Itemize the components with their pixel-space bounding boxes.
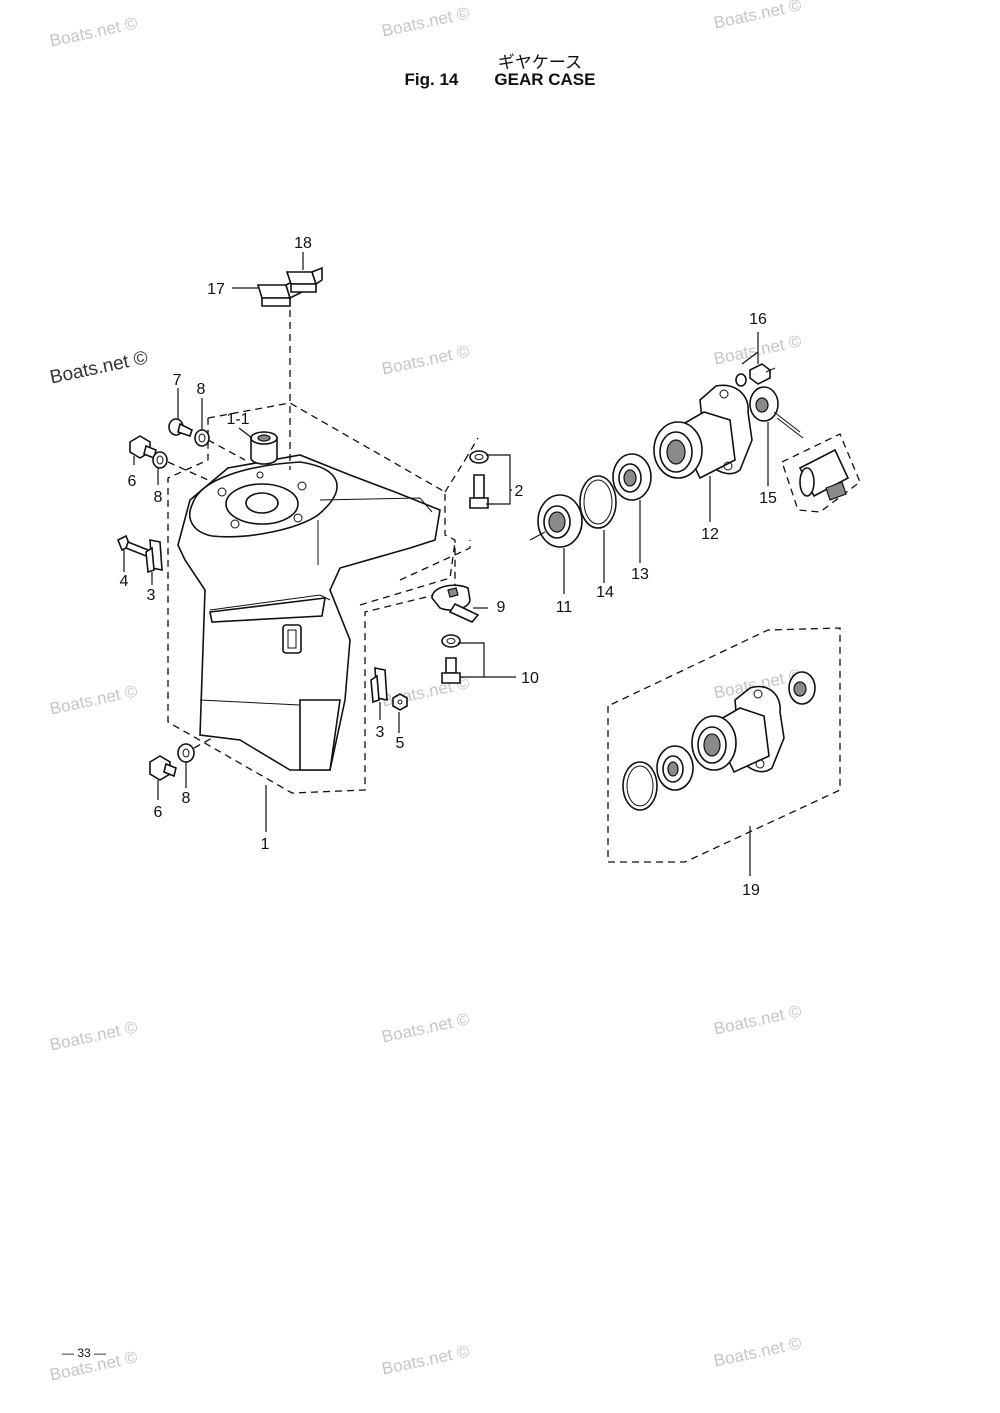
callout-7: 7 (173, 372, 182, 389)
washer-part-8-mid (152, 451, 168, 469)
bolt-part-10 (441, 634, 461, 684)
bearing-housing-part-12 (653, 384, 753, 480)
callout-4: 4 (120, 573, 129, 590)
plug-part-6-lower (149, 755, 177, 781)
callout-8-mid: 8 (154, 489, 163, 506)
washer-part-8-upper (194, 429, 210, 447)
assembly-19-boundary (607, 627, 841, 863)
clip-part-3-left (145, 539, 163, 574)
figure-title: Fig. 14 GEAR CASE (0, 70, 1000, 90)
leader-lines (123, 252, 769, 876)
callout-2: 2 (515, 483, 524, 500)
callout-12: 12 (701, 526, 719, 543)
callout-1-1: 1-1 (226, 411, 249, 428)
callout-18: 18 (294, 235, 312, 252)
callout-14: 14 (596, 584, 614, 601)
leader-dash (464, 437, 479, 461)
seal-kit-inset-boundary (781, 433, 861, 513)
callout-16: 16 (749, 311, 767, 328)
bolt-part-2 (469, 450, 489, 509)
bushing-part-1-1 (250, 431, 278, 465)
callout-17: 17 (207, 281, 225, 298)
callout-10: 10 (521, 670, 539, 687)
callout-13: 13 (631, 566, 649, 583)
washer-part-8-lower (177, 743, 195, 763)
page-number: — 33 — (62, 1346, 107, 1360)
leader-dash (399, 540, 471, 581)
seal-part-15 (749, 386, 804, 439)
leader-dash (444, 459, 466, 493)
callout-1: 1 (261, 836, 270, 853)
callout-5: 5 (396, 735, 405, 752)
gear-case-boundary (167, 402, 456, 794)
screw-part-7 (168, 418, 193, 438)
callout-6-upper: 6 (128, 473, 137, 490)
clip-part-3-lower (370, 667, 388, 704)
bearing-part-13 (612, 453, 652, 501)
callout-11: 11 (556, 599, 573, 616)
screw-part-4 (116, 534, 149, 558)
callout-19: 19 (742, 882, 760, 899)
callout-3-lower: 3 (376, 724, 385, 741)
callout-8-lower: 8 (182, 790, 191, 807)
leader-dash (207, 439, 246, 461)
callout-15: 15 (759, 490, 777, 507)
leader-dash (167, 461, 209, 481)
seal-kit-inset (798, 448, 850, 501)
figure-number: Fig. 14 (404, 70, 459, 89)
figure-name: GEAR CASE (494, 70, 596, 89)
callout-3-left: 3 (147, 587, 156, 604)
callout-8-top: 8 (197, 381, 206, 398)
bolt-part-16 (735, 363, 776, 387)
anode-part-9 (431, 584, 480, 623)
assembly-19 (622, 671, 816, 811)
part-17-18-plates (256, 266, 323, 307)
o-ring-part-14 (579, 475, 617, 529)
title-japanese: ギヤケース (497, 53, 583, 73)
leader-dash (193, 737, 213, 749)
callout-numbers: 18 17 1-1 7 8 6 8 2 4 3 9 10 3 5 6 8 1 1… (120, 235, 777, 899)
callout-9: 9 (497, 599, 506, 616)
bearing-part-11 (529, 494, 583, 548)
gear-case-body (177, 454, 441, 771)
plug-part-6-upper (129, 435, 157, 460)
callout-6-lower: 6 (154, 804, 163, 821)
nut-part-5 (392, 693, 408, 711)
